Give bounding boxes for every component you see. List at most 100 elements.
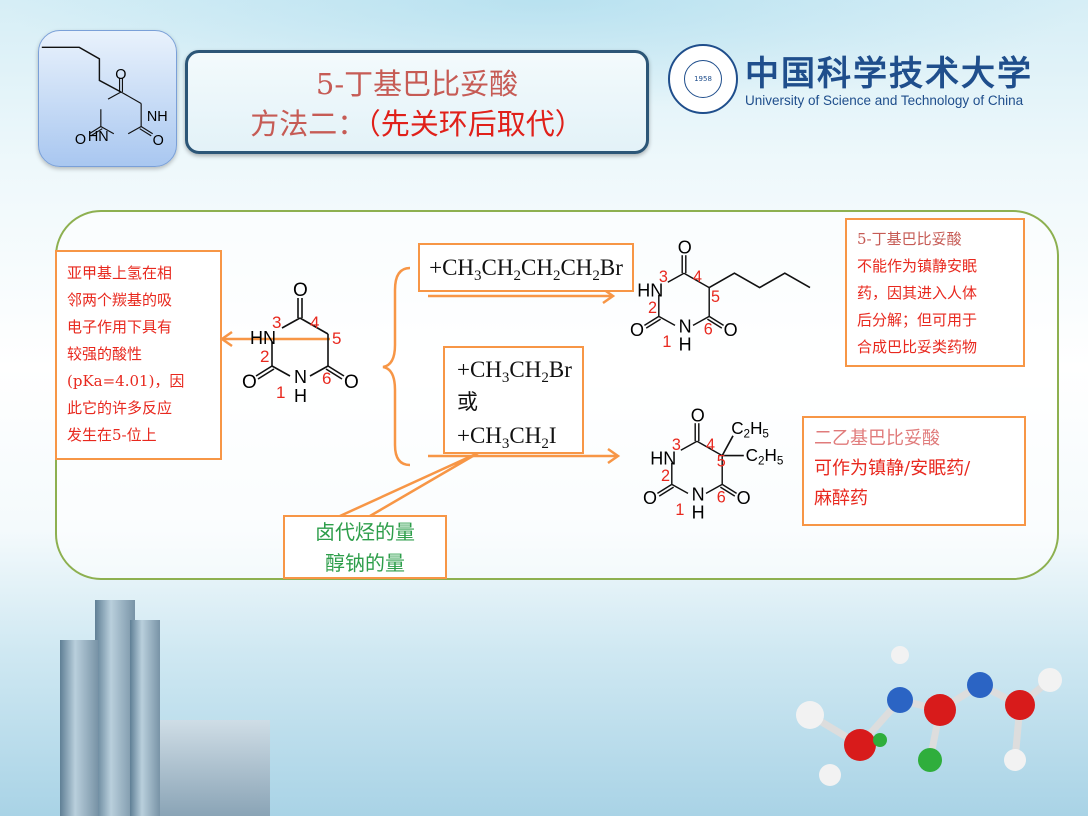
atom-hn: HN [250, 328, 276, 348]
diethylbarbituric-acid-product: O HN N H O O C2H5 C2H5 3 4 5 6 2 1 [643, 405, 784, 523]
formula-subscript: 2 [541, 436, 549, 452]
formula-subscript: 2 [592, 268, 600, 284]
molecule-model-illustration [796, 646, 1062, 786]
method-label: 方法二： [250, 107, 367, 141]
reagent-ethyl-halide-box: +CH3CH2Br 或 +CH3CH2I [443, 346, 584, 454]
callout-line: 醇钠的量 [325, 551, 405, 575]
building-illustration [95, 600, 135, 816]
university-chinese-name: 中国科学技术大学 [745, 54, 1033, 94]
structure-thumbnail-card: O HN O NH O [38, 30, 177, 167]
atom-o: O [75, 132, 86, 148]
building-illustration [160, 720, 270, 816]
building-illustration [130, 620, 160, 816]
note-line: 较强的酸性 [67, 345, 143, 363]
formula-subscript: 3 [474, 268, 482, 284]
position-2: 2 [661, 467, 670, 485]
atom-o: O [630, 320, 644, 340]
formula-part: Br [599, 255, 623, 280]
title-box: 5-丁基巴比妥酸 方法二：（先关环后取代） [185, 50, 649, 154]
position-6: 6 [704, 320, 713, 338]
atom-hn: HN [88, 129, 109, 145]
atom-o: O [153, 133, 164, 149]
acidity-note-box: 亚甲基上氢在相邻两个羰基的吸电子作用下具有较强的酸性 (pKa=4.01)，因此它… [55, 250, 222, 460]
note-line: 麻醉药 [814, 488, 868, 509]
university-seal-logo: 1958 [668, 44, 738, 114]
atom-nh: NH [147, 109, 168, 125]
formula-part: I [548, 423, 557, 448]
position-2: 2 [260, 347, 269, 366]
atom-h: H [692, 503, 705, 523]
formula-subscript: 2 [552, 268, 561, 284]
atom-o: O [344, 372, 359, 393]
note-line: 邻两个羰基的吸 [67, 291, 173, 309]
atom-o: O [724, 320, 738, 340]
position-6: 6 [322, 369, 331, 388]
butylbarbituric-acid-structure: O HN O NH O [41, 46, 168, 149]
note-line: (pKa=4.01)，因 [67, 372, 185, 390]
position-4: 4 [693, 268, 702, 286]
position-3: 3 [272, 313, 281, 332]
position-6: 6 [717, 488, 726, 506]
atom-n: N [294, 367, 307, 387]
callout-pointer [339, 451, 479, 518]
method-subtitle: 方法二：（先关环后取代） [188, 101, 646, 143]
atom-o: O [737, 488, 751, 508]
reagent-butyl-bromide: +CH3CH2CH2CH2Br [418, 243, 634, 292]
atom-o: O [242, 372, 257, 393]
formula-subscript: 3 [501, 370, 510, 386]
formula-subscript: 2 [541, 370, 549, 386]
formula-part: CH [509, 423, 542, 448]
diethyl-product-note: 二乙基巴比妥酸可作为镇静/安眠药/麻醉药 [804, 418, 1024, 514]
note-line: 可作为镇静/安眠药/ [814, 458, 971, 479]
note-line: 此它的许多反应 [67, 399, 173, 417]
formula-part: CH [560, 255, 593, 280]
atom-hn: HN [650, 449, 676, 469]
formula-part: +CH [457, 423, 502, 448]
note-line: 二乙基巴比妥酸 [814, 428, 940, 449]
atom-o: O [643, 488, 657, 508]
formula-subscript: 3 [501, 436, 510, 452]
reagent-ethyl-bromide: +CH3CH2Br [457, 353, 582, 386]
note-line: 电子作用下具有 [67, 318, 173, 336]
or-label: 或 [457, 390, 478, 414]
formula-part: CH [509, 357, 542, 382]
atom-o: O [293, 280, 308, 301]
position-4: 4 [706, 436, 715, 454]
position-1: 1 [276, 383, 285, 402]
brace [382, 266, 411, 467]
note-line: 发生在5-位上 [67, 426, 157, 444]
ethyl-group: C2H5 [746, 446, 784, 468]
ethyl-group: C2H5 [731, 419, 769, 441]
formula-part: +CH [457, 357, 502, 382]
note-line: 5-丁基巴比妥酸 [857, 230, 962, 248]
butyl-product-note-box: 5-丁基巴比妥酸不能作为镇静安眠药，因其进入人体后分解；但可用于合成巴比妥类药物 [845, 218, 1025, 367]
reaction-control-callout: 卤代烃的量 醇钠的量 [283, 515, 447, 579]
position-2: 2 [648, 299, 657, 317]
building-illustration [60, 640, 98, 816]
atom-n: N [679, 317, 692, 337]
position-3: 3 [672, 436, 681, 454]
diethyl-product-note-box: 二乙基巴比妥酸可作为镇静/安眠药/麻醉药 [802, 416, 1026, 526]
formula-part: +CH [429, 255, 475, 280]
butylbarbituric-acid-product: O HN N H O O 3 4 5 6 2 1 [630, 237, 811, 355]
position-1: 1 [662, 333, 671, 351]
page-title: 5-丁基巴比妥酸 [315, 67, 519, 101]
note-line: 亚甲基上氢在相 [67, 264, 173, 282]
formula-subscript: 2 [513, 268, 521, 284]
atom-n: N [692, 485, 705, 505]
formula-part: CH [520, 255, 553, 280]
atom-h: H [294, 386, 307, 406]
position-4: 4 [310, 313, 319, 332]
atom-o: O [115, 67, 126, 83]
position-5: 5 [717, 452, 726, 470]
note-line: 合成巴比妥类药物 [857, 338, 978, 356]
barbituric-acid-structure: O HN N H O O 3 4 5 6 2 1 [242, 280, 359, 406]
butyl-product-note: 5-丁基巴比妥酸不能作为镇静安眠药，因其进入人体后分解；但可用于合成巴比妥类药物 [847, 220, 1023, 361]
position-3: 3 [659, 268, 668, 286]
method-description: （先关环后取代） [366, 107, 584, 141]
note-line: 药，因其进入人体 [857, 284, 978, 302]
atom-o: O [678, 237, 692, 257]
position-1: 1 [675, 501, 684, 519]
position-5: 5 [711, 288, 720, 306]
callout-line: 卤代烃的量 [315, 520, 415, 544]
